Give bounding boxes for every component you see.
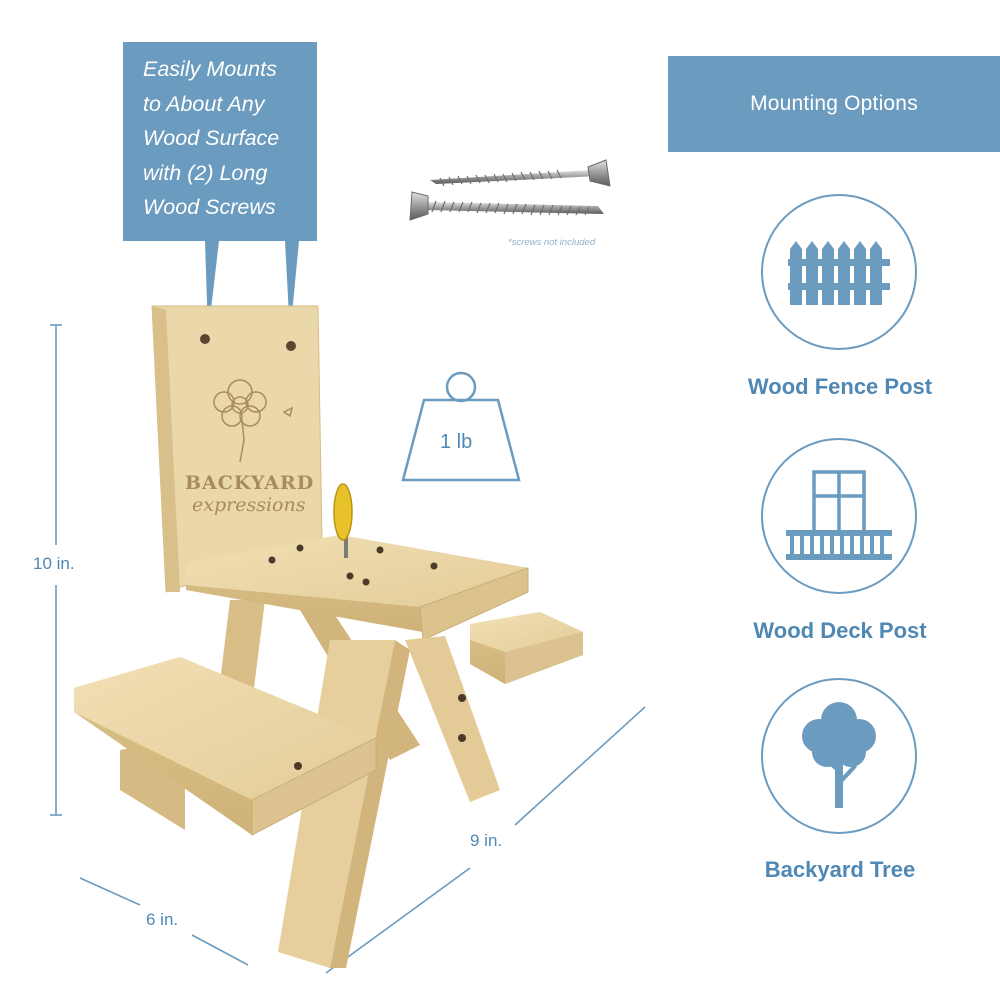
callout-line-3: Wood Surface xyxy=(143,126,280,150)
weight-icon xyxy=(401,371,521,482)
fence-option-label: Wood Fence Post xyxy=(747,374,933,399)
screw-2 xyxy=(409,191,604,221)
callout-line-5: Wood Screws xyxy=(143,195,276,219)
callout-line-2: to About Any xyxy=(143,91,265,116)
callout-line-4: with (2) Long xyxy=(143,160,268,185)
brand-logo-line1: BACKYARD xyxy=(185,472,315,494)
mounting-callout-text: Easily Mounts to About Any Wood Surface … xyxy=(123,52,317,225)
mounting-options-header: Mounting Options xyxy=(668,56,1000,152)
deck-option-label: Wood Deck Post xyxy=(753,618,927,643)
dimension-lines xyxy=(50,324,646,974)
screws-note: *screws not included xyxy=(508,237,596,248)
width-dimension-label: 9 in. xyxy=(470,831,503,850)
screws-image xyxy=(409,159,611,221)
mounting-callout-box xyxy=(123,42,317,241)
squirrel-feeder-image xyxy=(74,305,583,968)
screw-1 xyxy=(430,159,611,187)
depth-dimension-label: 6 in. xyxy=(146,910,179,929)
brand-logo-line2: expressions xyxy=(192,494,306,516)
tree-option-label: Backyard Tree xyxy=(764,857,916,882)
deck-icon xyxy=(786,470,892,560)
fence-icon xyxy=(788,241,890,305)
weight-label: 1 lb xyxy=(440,431,473,453)
tree-option-circle xyxy=(761,678,917,834)
callout-line-1: Easily Mounts xyxy=(143,57,277,81)
fence-option-circle xyxy=(761,194,917,350)
product-illustration xyxy=(50,159,646,974)
tree-icon xyxy=(802,702,876,808)
deck-option-circle xyxy=(761,438,917,594)
height-dimension-label: 10 in. xyxy=(33,554,75,573)
